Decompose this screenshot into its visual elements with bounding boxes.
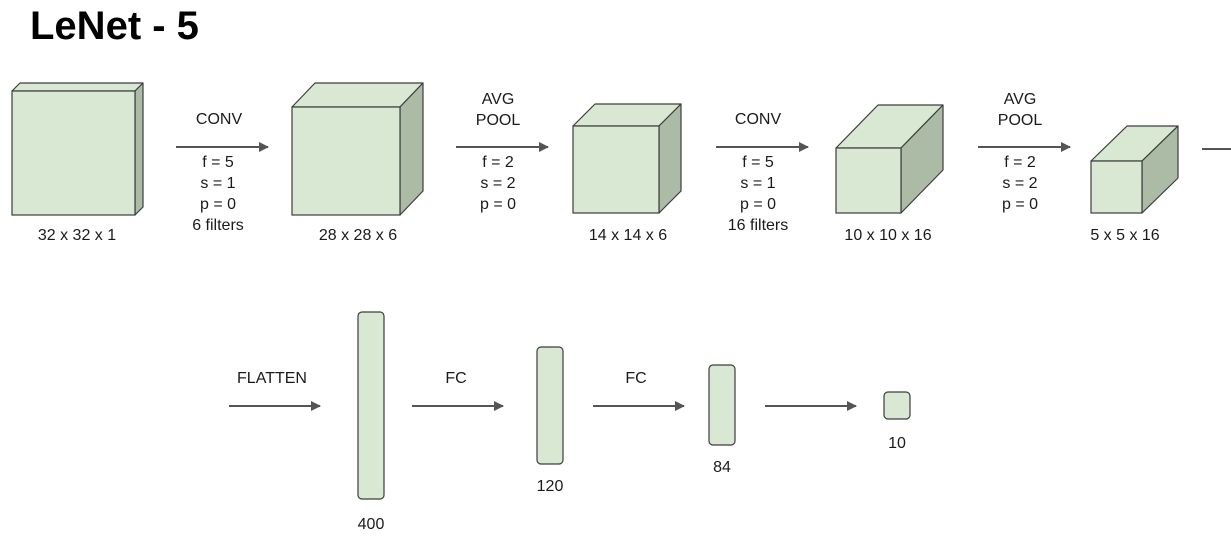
conv1-params: f = 5 s = 1 p = 0 6 filters — [192, 152, 244, 236]
conv1-filter-count: 6 filters — [192, 217, 244, 234]
input-dims-label: 32 x 32 x 1 — [37, 227, 117, 244]
conv1-output-dims-label: 28 x 28 x 6 — [318, 227, 398, 244]
conv2-padding: p = 0 — [739, 196, 777, 213]
conv1-output-volume-front-face — [291, 106, 401, 216]
pool1-output-dims-label: 14 x 14 x 6 — [588, 227, 668, 244]
conv2-output-volume — [835, 104, 944, 214]
pool2-output-volume — [1090, 125, 1179, 214]
fc1-vector — [536, 346, 564, 465]
conv2-stride: s = 1 — [740, 175, 776, 192]
conv2-output-dims-label: 10 x 10 x 16 — [844, 227, 932, 244]
output-size-label: 10 — [888, 435, 906, 452]
fc1-size-label: 120 — [536, 478, 564, 495]
conv1-filter-size: f = 5 — [202, 154, 234, 171]
pool1-output-volume — [572, 103, 682, 214]
conv2-output-volume-front-face — [835, 147, 902, 214]
pool2-name-line: POOL — [997, 112, 1043, 129]
pool1-stride: s = 2 — [480, 175, 516, 192]
conv2-filter-count: 16 filters — [727, 217, 789, 234]
input-volume-front-face — [11, 90, 136, 216]
pool2-output-dims-label: 5 x 5 x 16 — [1090, 227, 1160, 244]
conv1-output-volume — [291, 82, 424, 216]
pool1-output-volume-front-face — [572, 125, 660, 214]
input-volume — [11, 82, 144, 216]
flat-vector — [357, 311, 385, 500]
pool1-name-line: AVG — [481, 91, 515, 108]
fc2-size-label: 84 — [713, 459, 731, 476]
pool2-output-volume-front-face — [1090, 160, 1143, 214]
pool2-padding: p = 0 — [1001, 196, 1039, 213]
fc1-label: FC — [445, 370, 467, 387]
flatten-label: FLATTEN — [237, 370, 307, 387]
flat-size-label: 400 — [357, 516, 385, 533]
pool2-stride: s = 2 — [1002, 175, 1038, 192]
conv1-output-volume-side-face — [399, 82, 424, 216]
conv1-padding: p = 0 — [199, 196, 237, 213]
pool2-name-line: AVG — [1003, 91, 1037, 108]
pool2-params: f = 2 s = 2 p = 0 — [1002, 152, 1038, 215]
conv2-name-label: CONV — [734, 111, 782, 128]
input-volume-top-face — [11, 82, 144, 92]
pool1-padding: p = 0 — [479, 196, 517, 213]
pool1-params: f = 2 s = 2 p = 0 — [480, 152, 516, 215]
conv1-name-label: CONV — [195, 111, 243, 128]
pool2-name-label: AVG POOL — [998, 89, 1042, 131]
pool1-name-label: AVG POOL — [476, 89, 520, 131]
conv2-params: f = 5 s = 1 p = 0 16 filters — [728, 152, 788, 236]
pool1-name-line: POOL — [475, 112, 521, 129]
fc2-label: FC — [625, 370, 647, 387]
pool2-filter-size: f = 2 — [1004, 154, 1036, 171]
fc2-vector — [708, 364, 736, 446]
page-title: LeNet - 5 — [30, 4, 199, 48]
pool1-filter-size: f = 2 — [482, 154, 514, 171]
conv1-stride: s = 1 — [200, 175, 236, 192]
input-volume-side-face — [134, 82, 144, 216]
output-vector — [883, 391, 911, 420]
conv2-filter-size: f = 5 — [742, 154, 774, 171]
